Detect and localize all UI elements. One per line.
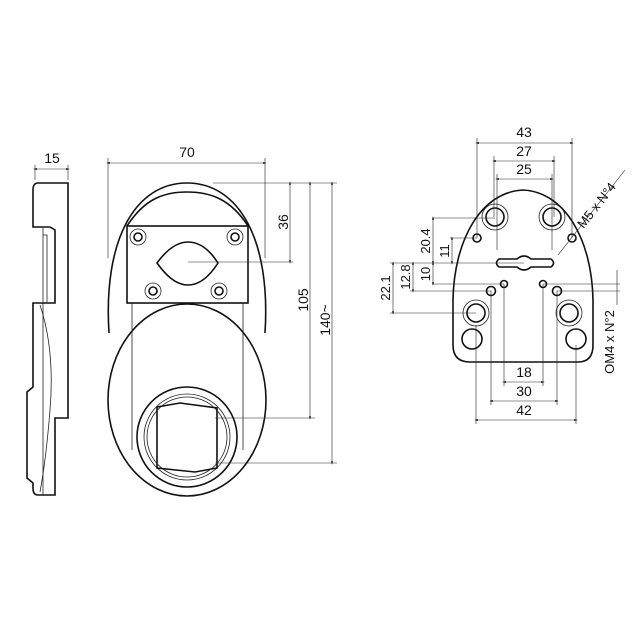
plate-outline: [452, 189, 594, 363]
plate-holes: [461, 203, 587, 350]
dim-105-label: 105: [295, 288, 311, 312]
dim-22-1-label: 22.1: [378, 275, 393, 300]
om4-callout: OM4 x N°2: [602, 310, 617, 374]
front-view: 70 36 105 140~: [106, 144, 337, 497]
dim-15-label: 15: [44, 150, 60, 166]
dim-10-label: 10: [418, 267, 433, 281]
dim-12-8-label: 12.8: [398, 264, 413, 289]
dim-42-label: 42: [516, 402, 532, 418]
plate-view: 43 27 25 M5 x N°4 20.4 11 10 12.8 22.1 O…: [378, 124, 626, 424]
m5-callout: M5 x N°4: [574, 179, 619, 230]
screw-holes: [129, 228, 244, 300]
mounting-plate: [126, 225, 249, 304]
dim-70-label: 70: [179, 144, 195, 160]
dim-25-label: 25: [516, 161, 532, 177]
dim-30-label: 30: [516, 383, 532, 399]
dim-36-label: 36: [275, 214, 291, 230]
dim-27-label: 27: [516, 143, 532, 159]
side-view: 15: [26, 150, 70, 496]
side-curve: [39, 304, 52, 493]
dim-140-label: 140~: [317, 304, 333, 336]
dim-11-label: 11: [437, 244, 452, 258]
side-upper-body: [26, 182, 69, 496]
dim-20-4-label: 20.4: [418, 228, 433, 253]
key-slot: [495, 255, 555, 271]
front-lower-oval: [107, 303, 267, 497]
cylinder-ring: [136, 386, 238, 488]
cam-opening: [156, 241, 219, 286]
inner-arch: [126, 191, 249, 227]
square-drive: [156, 402, 218, 473]
m5-leader: [557, 169, 626, 256]
dim-18-label: 18: [516, 364, 532, 380]
dim-43-label: 43: [516, 124, 532, 140]
front-upper-oval: [107, 182, 267, 334]
